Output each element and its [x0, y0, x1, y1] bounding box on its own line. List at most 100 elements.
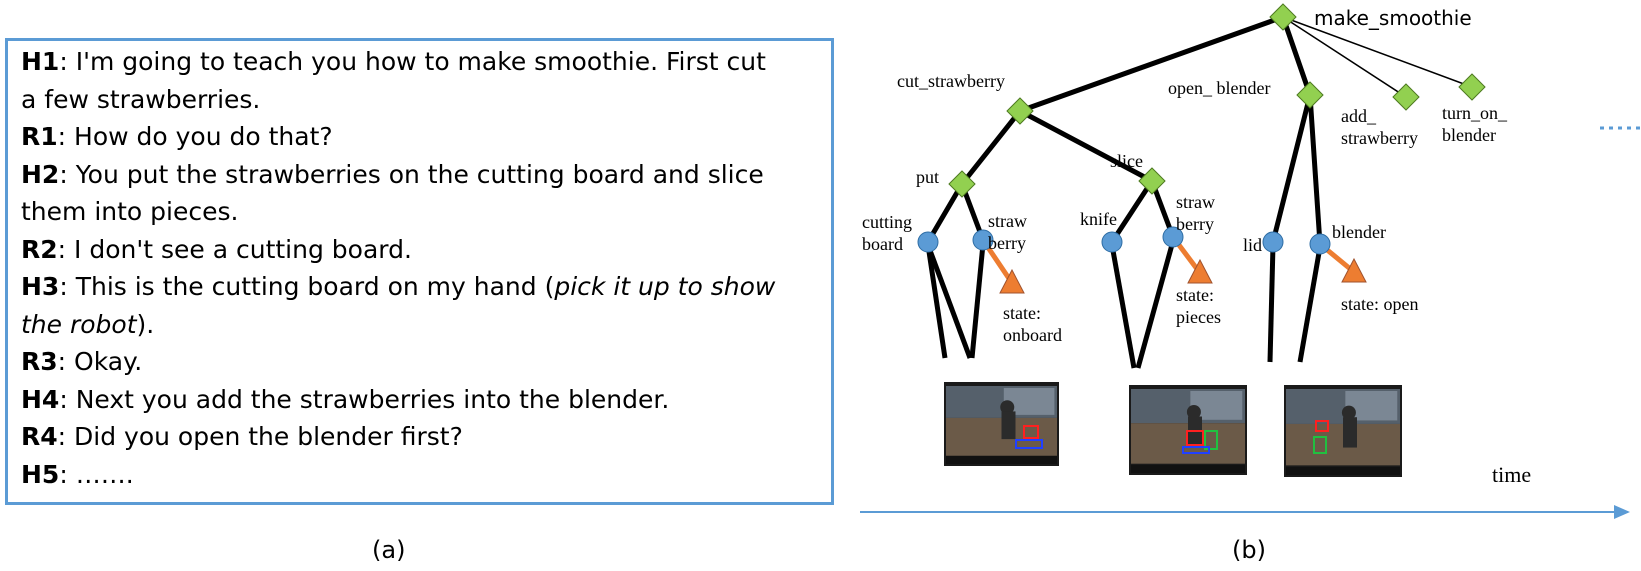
- utterance-text: : …….: [59, 459, 134, 489]
- label-strawberry: straw: [988, 211, 1027, 231]
- caption-b: (b): [1232, 536, 1266, 564]
- graph-labels: make_smoothie cut_strawberry open_ blender…: [862, 6, 1531, 487]
- utterance-text: : This is the cutting board on my hand (: [59, 272, 555, 301]
- grounding-edge: [1267, 244, 1276, 363]
- label-cut-strawberry: cut_strawberry: [897, 71, 1005, 91]
- label-strawberry: straw: [1176, 192, 1215, 212]
- label-cutting-board: board: [862, 234, 903, 254]
- grounding-edge: [1109, 244, 1137, 369]
- dialogue-line: the robot).: [21, 310, 154, 340]
- label-state-pieces: state:: [1176, 285, 1214, 305]
- dialogue-line: R1: How do you do that?: [21, 122, 333, 152]
- dialogue-line: H1: I'm going to teach you how to make s…: [21, 47, 766, 77]
- utterance-text: : I don't see a cutting board.: [57, 234, 412, 264]
- time-axis-label: time: [1492, 462, 1531, 487]
- label-blender: blender: [1332, 222, 1386, 242]
- label-turn-on-blender: turn_on_: [1442, 103, 1508, 123]
- utterance-text: : Next you add the strawberries into the…: [59, 384, 670, 414]
- object-node-cutting-board: [917, 231, 939, 253]
- graph-edge: [1017, 108, 1155, 184]
- video-frames: [944, 382, 1402, 477]
- dialogue-line: H2: You put the strawberries on the cutt…: [21, 160, 764, 190]
- grounding-edge: [969, 243, 986, 359]
- grounding-edge: [925, 244, 948, 359]
- label-cutting-board: cutting: [862, 212, 912, 232]
- action-node-open-blender: [1296, 81, 1324, 109]
- label-state-pieces: pieces: [1176, 307, 1221, 327]
- utterance-text: : You put the strawberries on the cuttin…: [59, 159, 764, 189]
- root-label: make_smoothie: [1314, 6, 1472, 30]
- speaker-tag: H5: [21, 459, 60, 489]
- graph-edge: [1307, 92, 1323, 247]
- action-node-put: [948, 170, 976, 198]
- speaker-tag: H4: [21, 384, 60, 414]
- object-node-blender: [1309, 233, 1331, 255]
- label-slice: slice: [1110, 151, 1143, 171]
- speaker-tag: R3: [21, 347, 58, 376]
- graph-edge: [1282, 16, 1473, 88]
- object-node-lid: [1262, 231, 1284, 253]
- root-node: [1269, 3, 1297, 31]
- utterance-text: them into pieces.: [21, 197, 239, 226]
- label-strawberry: berry: [1176, 214, 1214, 234]
- speaker-tag: H2: [21, 159, 60, 189]
- label-state-onboard: onboard: [1003, 325, 1062, 345]
- label-strawberry: berry: [988, 233, 1026, 253]
- video-frame-put: [944, 382, 1059, 466]
- label-knife: knife: [1080, 209, 1117, 229]
- dialogue-line: R2: I don't see a cutting board.: [21, 235, 412, 265]
- dialogue-line: them into pieces.: [21, 197, 238, 227]
- label-state-open: state: open: [1341, 294, 1418, 314]
- speaker-tag: H3: [21, 272, 60, 301]
- label-lid: lid: [1243, 235, 1262, 255]
- graph-edge: [1017, 14, 1286, 114]
- graph-edge: [1282, 16, 1407, 98]
- video-frame-open: [1284, 385, 1402, 477]
- action-node-cut-strawberry: [1006, 97, 1034, 125]
- utterance-text: : Did you open the blender first?: [57, 422, 463, 451]
- label-state-onboard: state:: [1003, 303, 1041, 323]
- speaker-tag: H1: [21, 47, 60, 76]
- graph-nodes: [917, 3, 1486, 294]
- label-add-strawberry: add_: [1341, 106, 1377, 126]
- label-open-blender: open_ blender: [1168, 78, 1270, 98]
- dialogue-line: a few strawberries.: [21, 85, 260, 115]
- graph-edge: [1270, 92, 1313, 245]
- dialogue-line: R3: Okay.: [21, 347, 142, 377]
- utterance-text: : Okay.: [57, 347, 143, 376]
- graph-edge: [1280, 14, 1313, 98]
- utterance-text: : I'm going to teach you how to make smo…: [59, 47, 766, 76]
- state-node-open: [1341, 257, 1367, 283]
- state-node-pieces: [1187, 258, 1213, 284]
- graph-edge: [925, 181, 965, 245]
- action-node-turn-on-blender: [1458, 73, 1486, 101]
- video-frame-slice: [1129, 385, 1247, 475]
- speaker-tag: R2: [21, 234, 58, 264]
- grounding-edge: [1135, 240, 1176, 369]
- state-node-onboard: [999, 268, 1025, 294]
- grounding-edge: [1297, 246, 1323, 363]
- action-node-slice: [1138, 167, 1166, 195]
- label-turn-on-blender: blender: [1442, 125, 1496, 145]
- speaker-tag: R1: [21, 122, 58, 151]
- speaker-tag: R4: [21, 422, 58, 451]
- grounding-edge: [925, 244, 973, 359]
- action-node-add-strawberry: [1392, 83, 1420, 111]
- dialogue-line: H4: Next you add the strawberries into t…: [21, 385, 669, 415]
- label-put: put: [916, 167, 939, 187]
- graph-edge: [959, 108, 1023, 187]
- dialogue-line: R4: Did you open the blender first?: [21, 422, 463, 452]
- graph-edge: [1109, 178, 1155, 245]
- utterance-text: pick it up to show: [554, 272, 776, 301]
- utterance-text: the robot: [21, 309, 137, 339]
- label-add-strawberry: strawberry: [1341, 128, 1418, 148]
- utterance-text: a few strawberries.: [21, 84, 261, 114]
- object-node-knife: [1101, 231, 1123, 253]
- utterance-text: ).: [136, 309, 155, 339]
- caption-a: (a): [372, 536, 406, 564]
- object-node-strawberry: [972, 229, 994, 251]
- time-axis: [860, 126, 1640, 519]
- dialogue-panel: H1: I'm going to teach you how to make s…: [5, 38, 834, 505]
- time-axis-arrowhead: [1614, 505, 1630, 519]
